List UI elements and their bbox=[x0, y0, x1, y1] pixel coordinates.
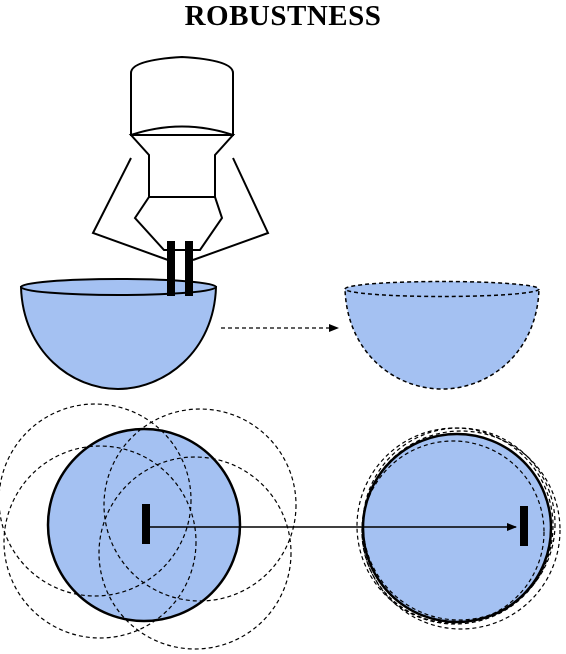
left-marker-bar bbox=[142, 504, 150, 544]
diagram-title: ROBUSTNESS bbox=[184, 0, 382, 32]
gripper-wrist bbox=[128, 134, 236, 198]
dashed-estimate-4 bbox=[98, 456, 292, 650]
scattered-estimate bbox=[0, 403, 297, 650]
right-marker-bar bbox=[520, 506, 528, 546]
tight-dashed-3 bbox=[361, 440, 545, 624]
gripper-cylinder bbox=[130, 55, 234, 136]
tight-dashed-4 bbox=[362, 427, 556, 621]
gripper-finger-left bbox=[167, 241, 175, 296]
target-bowl bbox=[344, 280, 540, 390]
dashed-estimate-1 bbox=[0, 403, 192, 597]
dashed-estimate-3 bbox=[3, 445, 197, 639]
dashed-estimate-2 bbox=[103, 408, 297, 602]
robot-gripper bbox=[91, 55, 270, 296]
target-bowl-body bbox=[344, 288, 540, 390]
tight-dashed-1 bbox=[356, 427, 554, 625]
source-bowl-body bbox=[19, 286, 218, 391]
gripper-finger-right bbox=[185, 241, 193, 296]
gripper-cylinder-ring bbox=[130, 125, 234, 136]
gripper-left-arm bbox=[91, 157, 169, 261]
target-bowl-rim bbox=[344, 280, 540, 298]
gripper-right-arm bbox=[192, 157, 270, 261]
converged-estimate bbox=[356, 427, 561, 630]
gripper-palm bbox=[133, 196, 224, 251]
